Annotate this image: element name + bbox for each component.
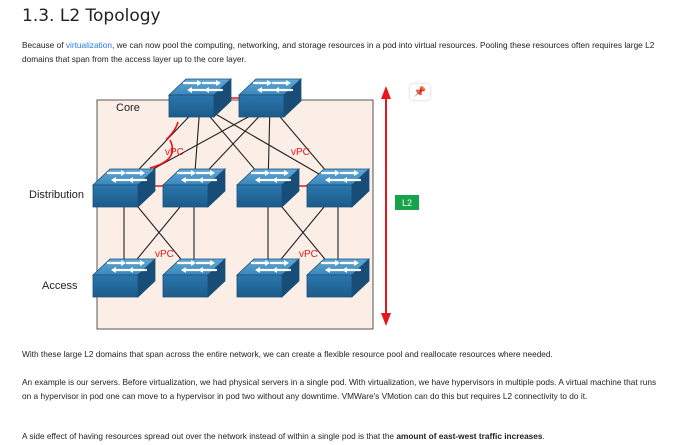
svg-text:L2: L2 <box>402 198 412 208</box>
access-label: Access <box>42 280 78 292</box>
virtualization-link[interactable]: virtualization <box>65 40 112 50</box>
l2-badge: L2 <box>395 195 419 210</box>
l2-span-arrow <box>381 86 391 326</box>
intro-paragraph: Because of virtualization, we can now po… <box>22 40 655 64</box>
page-title: 1.3. L2 Topology <box>22 6 161 26</box>
pin-icon[interactable]: 📌 <box>410 84 430 100</box>
distribution-label: Distribution <box>29 189 84 201</box>
vpc-label-core-right: vPC <box>291 147 310 158</box>
vpc-label-access-left: vPC <box>155 249 174 260</box>
vpc-label-access-right: vPC <box>299 249 318 260</box>
core-label: Core <box>116 102 140 114</box>
vpc-label-core-left: vPC <box>165 147 184 158</box>
paragraph-east-west: A side effect of having resources spread… <box>22 431 545 441</box>
paragraph-resource-pool: With these large L2 domains that span ac… <box>22 349 553 359</box>
paragraph-servers-example: An example is our servers. Before virtua… <box>22 377 657 401</box>
